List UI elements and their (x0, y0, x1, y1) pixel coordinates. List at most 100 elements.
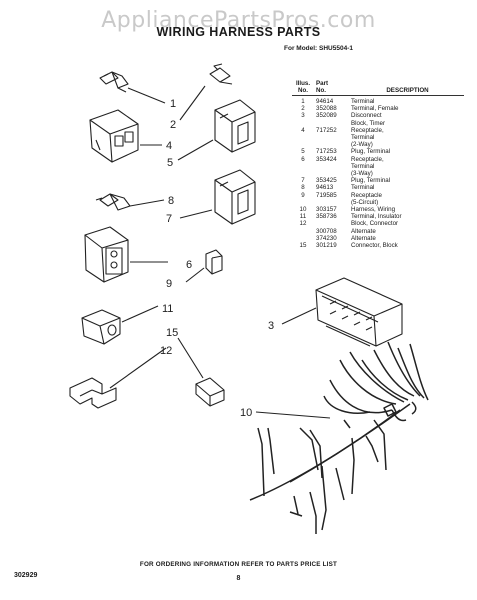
illus-no-cell: 8 (301, 184, 305, 192)
parts-table-row: 12 Block, Connector (292, 220, 464, 227)
description-line: Terminal (351, 134, 375, 142)
wiring-harness-part-10 (249, 341, 429, 534)
callout-10: 10 (240, 407, 252, 419)
plug-terminal-part-5 (214, 99, 256, 153)
model-subtitle: For Model: SHU5504-1 (284, 45, 353, 52)
illus-no-cell: 2 (301, 105, 305, 113)
document-code: 302929 (14, 572, 38, 579)
description-cell: Alternate (348, 228, 464, 235)
leader-line-7 (179, 209, 213, 219)
part-no-cell: 374230 (316, 234, 337, 242)
callout-2: 2 (170, 119, 176, 131)
leader-line-10 (255, 411, 331, 419)
part-no-cell: 94613 (316, 184, 334, 192)
terminal-insulator-part-11 (81, 309, 121, 345)
leader-line-12 (109, 347, 167, 389)
description-line: (5-Circuit) (351, 198, 379, 206)
description-line: Alternate (351, 227, 376, 235)
parts-table-header: Illus. No. Part No. DESCRIPTION (292, 80, 464, 96)
part-no-cell: 300708 (316, 227, 337, 235)
illus-no-cell: 15 (299, 242, 307, 250)
illus-no-cell: 1 (301, 98, 305, 105)
leader-line-9 (185, 267, 205, 283)
callout-11: 11 (162, 303, 173, 315)
part-no-cell: 717252 (316, 126, 337, 134)
connector-block-part-12 (69, 377, 117, 409)
parts-table-row: 9 719585 Receptacle(5-Circuit) (292, 192, 464, 206)
description-line: Block, Timer (351, 119, 386, 127)
description-cell: Alternate (348, 235, 464, 242)
description-line: Terminal, Insulator (351, 213, 402, 221)
site-watermark: AppliancePartsPros.com (101, 8, 376, 33)
page-title: WIRING HARNESS PARTS (156, 25, 321, 39)
parts-table-row: 300708 Alternate (292, 228, 464, 235)
description-line: (3-Way) (351, 170, 373, 178)
description-line: Disconnect (351, 112, 382, 120)
receptacle-5circuit-part-9 (205, 249, 223, 275)
description-line: Receptacle, (351, 126, 384, 134)
description-cell: Terminal (348, 184, 464, 191)
callout-1: 1 (170, 98, 176, 110)
connector-block-part-15 (195, 377, 225, 407)
leader-line-3 (281, 307, 317, 325)
description-line: Harness, Wiring (351, 206, 396, 214)
parts-table-row: 5 717253 Plug, Terminal (292, 148, 464, 155)
callout-7: 7 (166, 213, 172, 225)
description-cell: Receptacle(5-Circuit) (348, 192, 464, 206)
leader-line-5 (177, 139, 214, 161)
callout-9: 9 (166, 278, 172, 290)
description-line: Receptacle (351, 191, 382, 199)
receptacle-2way-part-4 (89, 109, 139, 163)
part-no-header: Part No. (316, 80, 329, 94)
leader-line-15 (177, 337, 204, 379)
illus-no-cell: 7 (301, 177, 305, 185)
description-line: Terminal, Female (351, 105, 399, 113)
part-no-cell: 303157 (316, 206, 337, 214)
part-no-cell: 352089 (316, 112, 337, 120)
description-cell: Plug, Terminal (348, 177, 464, 184)
illus-no-cell: 3 (301, 112, 305, 120)
parts-table-row: 4 717252 Receptacle,Terminal(2-Way) (292, 127, 464, 149)
description-cell: Terminal, Insulator (348, 213, 464, 220)
illus-no-cell: 9 (301, 191, 305, 199)
callout-15: 15 (166, 327, 178, 339)
parts-table-row: 10 303157 Harness, Wiring (292, 206, 464, 213)
part-no-cell: 353425 (316, 177, 337, 185)
callout-3: 3 (268, 320, 274, 332)
illus-no-cell: 12 (299, 220, 307, 228)
terminal-part-1 (99, 71, 129, 93)
parts-table-row: 8 94613 Terminal (292, 184, 464, 191)
part-no-cell: 717253 (316, 148, 337, 156)
description-line: Terminal (351, 162, 375, 170)
illus-no-cell: 10 (299, 206, 307, 214)
plug-terminal-3way-part-7 (214, 169, 256, 225)
illus-no-cell: 4 (301, 126, 305, 134)
description-cell: Plug, Terminal (348, 148, 464, 155)
description-cell: Harness, Wiring (348, 206, 464, 213)
part-no-cell: 301219 (316, 242, 337, 250)
leader-line-2 (179, 85, 206, 121)
parts-table-row: 7 353425 Plug, Terminal (292, 177, 464, 184)
leader-line-11 (121, 305, 159, 323)
part-no-cell: 719585 (316, 191, 337, 199)
parts-table-row: 15 301219 Connector, Block (292, 242, 464, 249)
description-cell: Connector, Block (348, 242, 464, 249)
description-cell: Receptacle,Terminal(2-Way) (348, 127, 464, 149)
part-no-cell: 94614 (316, 98, 334, 105)
page-number: 8 (236, 575, 241, 582)
description-cell: Block, Connector (348, 220, 464, 227)
illus-no-cell: 5 (301, 148, 305, 156)
description-line: Block, Connector (351, 220, 399, 228)
description-line: (2-Way) (351, 141, 373, 149)
parts-table-row: 374230 Alternate (292, 235, 464, 242)
callout-6: 6 (186, 259, 192, 271)
